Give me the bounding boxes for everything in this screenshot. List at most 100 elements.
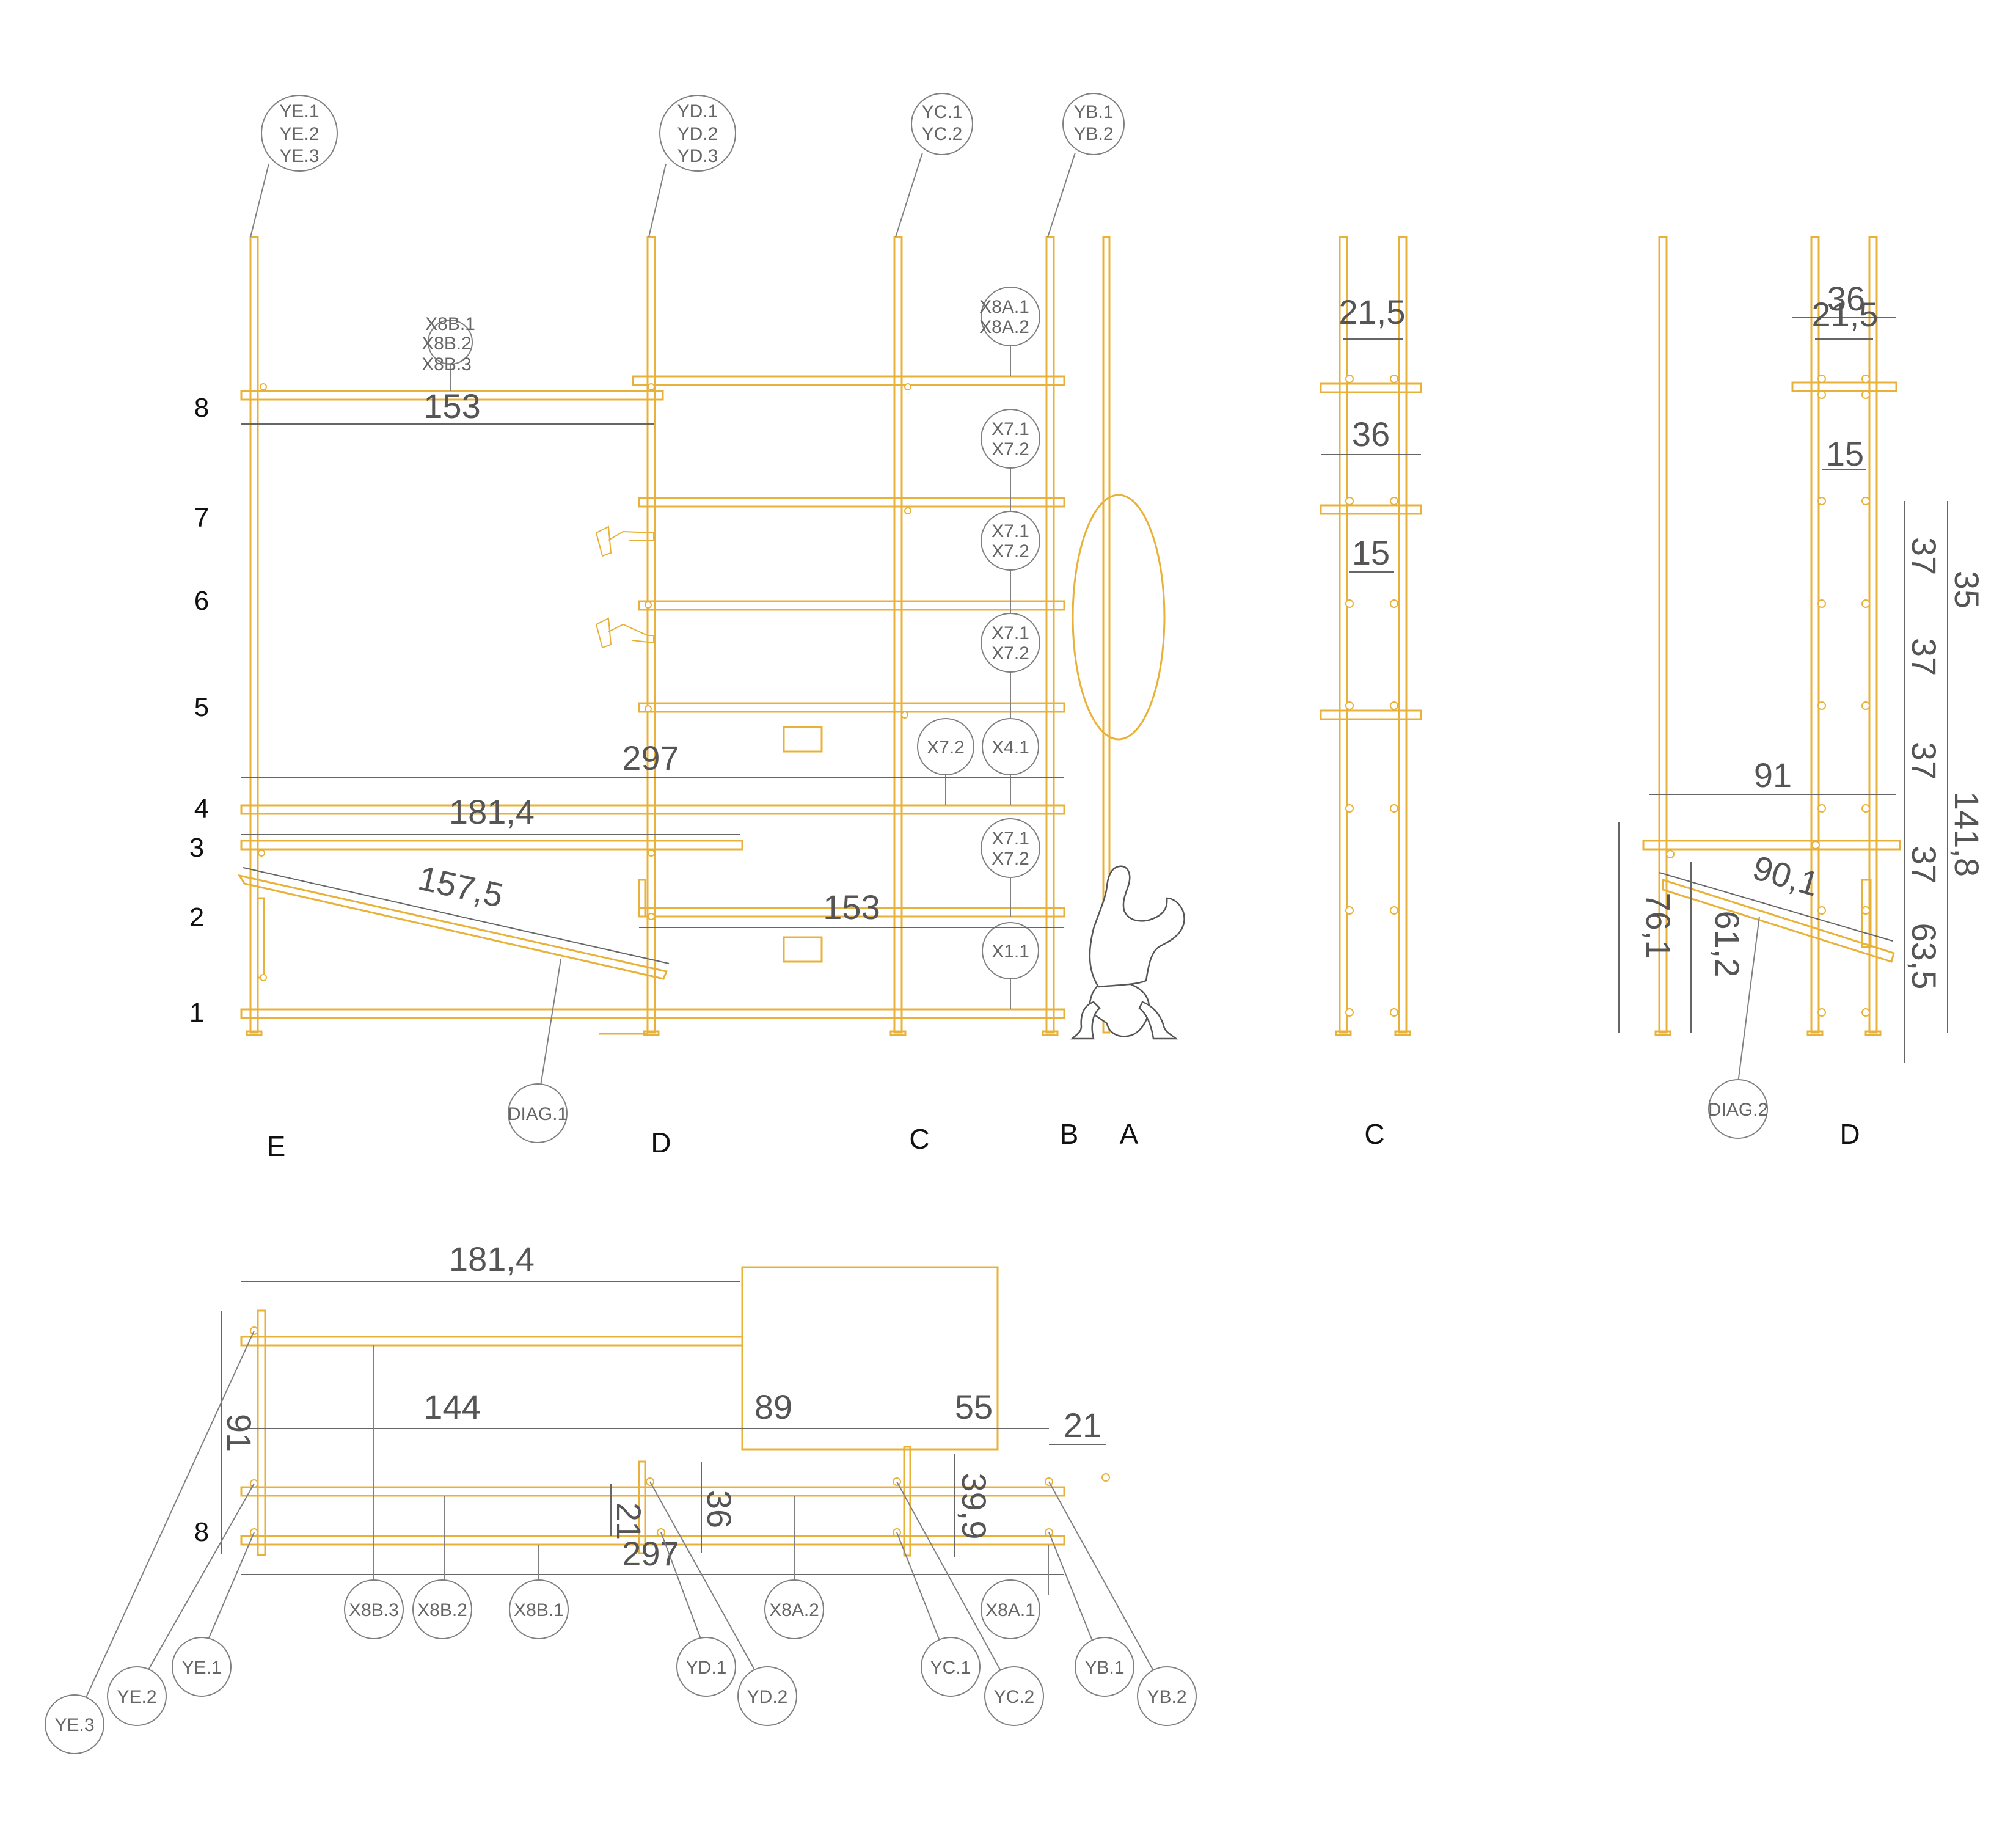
- axis-a: A: [1120, 1118, 1139, 1150]
- leader: [146, 1483, 255, 1674]
- front-axis-labels: E D C B A: [267, 1118, 1139, 1162]
- pin: [648, 913, 655, 920]
- post-e: [249, 236, 259, 1034]
- tag-x7b-1: X7.1: [992, 521, 1029, 541]
- hole: [1390, 804, 1398, 813]
- plan-bubbles: X8B.3 X8B.2 X8B.1 X8A.2 X8A.1 YE.3 YE.2 …: [45, 1579, 1197, 1754]
- tag-plan-x8a1: X8A.1: [985, 1600, 1035, 1620]
- bubble-plan-x8b2: [412, 1579, 472, 1639]
- side-d-dim-37-c: 37: [1905, 742, 1943, 780]
- beam-x8a: [632, 375, 1065, 386]
- tag-x7d-2: X7.2: [992, 849, 1029, 869]
- hole: [1390, 497, 1398, 505]
- front-posts: [246, 236, 1111, 1036]
- bubble-plan-yd1: [676, 1637, 736, 1697]
- diagonal-brace: [237, 874, 668, 980]
- tag-x8a-1: X8A.1: [979, 297, 1029, 317]
- tag-x7c-1: X7.1: [992, 623, 1029, 643]
- side-d-post-rear: [1658, 236, 1668, 1034]
- side-d-foot-rear: [1654, 1030, 1671, 1036]
- front-dimensions: 153 297 181,4 157,5 153: [241, 387, 1064, 964]
- dim-153-low: 153: [823, 888, 880, 926]
- side-d-foot-left: [1806, 1030, 1824, 1036]
- side-d-beam-8: [1791, 381, 1897, 392]
- tag-yc-1: YC.1: [922, 102, 963, 122]
- level-7: 7: [194, 503, 209, 533]
- side-d-dim-141-8: 141,8: [1948, 791, 1986, 877]
- side-c-beam-5: [1320, 709, 1422, 720]
- plan-beam-top: [240, 1336, 743, 1347]
- dim-153-top: 153: [423, 387, 480, 425]
- bubble-x7-b: [981, 511, 1040, 571]
- side-d-beam-3: [1642, 840, 1901, 851]
- hole: [1666, 850, 1675, 858]
- bubble-yc: [911, 93, 973, 155]
- post-foot-b: [1042, 1030, 1059, 1036]
- tag-yd-2: YD.2: [677, 124, 718, 144]
- hole: [1817, 390, 1826, 399]
- hole: [1390, 701, 1398, 710]
- hole: [1817, 804, 1826, 813]
- side-d-holes: [1666, 375, 1870, 1017]
- tag-x1-1: X1.1: [992, 942, 1029, 962]
- bubble-diag-2: [1708, 1079, 1768, 1139]
- tag-x7-2: X7.2: [927, 737, 965, 758]
- plan-dim-39-9: 39,9: [955, 1473, 993, 1540]
- plan-dim-21: 21: [1064, 1406, 1101, 1444]
- bubble-x7-a: [981, 409, 1040, 469]
- tag-ye-1: YE.1: [279, 101, 319, 122]
- tag-plan-yc1: YC.1: [930, 1658, 971, 1678]
- pin: [904, 507, 911, 514]
- side-d-dim-37-a: 37: [1905, 537, 1943, 575]
- plan-block: [741, 1266, 999, 1451]
- bubble-x8b: [428, 320, 473, 365]
- hole: [1345, 1008, 1354, 1017]
- hole: [1861, 1008, 1870, 1017]
- leader-yb: [1047, 152, 1076, 238]
- plan-dim-89: 89: [754, 1388, 792, 1426]
- beam-x7-top: [638, 497, 1065, 508]
- stub-level-2-d: [638, 879, 646, 918]
- axis-d: D: [651, 1127, 671, 1158]
- side-d-diagonal: [1662, 878, 1895, 963]
- tag-ye-2: YE.2: [279, 124, 319, 144]
- post-b: [1045, 236, 1055, 1034]
- bubble-x7-d: [981, 818, 1040, 878]
- tag-x7c-2: X7.2: [992, 643, 1029, 664]
- side-d-stub: [1861, 879, 1872, 948]
- hole: [1811, 841, 1820, 849]
- level-8: 8: [194, 393, 209, 423]
- bubble-x1-1: [982, 922, 1039, 979]
- hole: [1345, 804, 1354, 813]
- plan-post-d: [638, 1460, 646, 1554]
- side-d-post-left: [1810, 236, 1820, 1034]
- side-d-axis: D: [1839, 1118, 1860, 1150]
- leader: [649, 1481, 757, 1674]
- side-c-beam-7: [1320, 504, 1422, 515]
- side-c-dim-36: 36: [1352, 415, 1390, 453]
- dim-line-157-5: [243, 867, 670, 964]
- bubble-plan-ye2: [107, 1666, 167, 1726]
- box-lower: [783, 936, 823, 963]
- tag-x7b-2: X7.2: [992, 541, 1029, 562]
- tag-diag-1: DIAG.1: [508, 1104, 568, 1124]
- box-upper: [783, 726, 823, 753]
- dim-157-5: 157,5: [415, 858, 507, 915]
- bubble-plan-x8b3: [344, 1579, 404, 1639]
- side-c-dim-15: 15: [1352, 533, 1390, 572]
- side-c-axis: C: [1364, 1118, 1384, 1150]
- hole: [1817, 599, 1826, 608]
- tag-plan-yb2: YB.2: [1147, 1687, 1186, 1707]
- axis-e: E: [267, 1130, 286, 1162]
- side-d-dim-37-b: 37: [1905, 638, 1943, 676]
- post-c: [893, 236, 903, 1034]
- dim-297: 297: [622, 739, 679, 777]
- plan-dim-55: 55: [955, 1388, 993, 1426]
- tag-plan-yd2: YD.2: [747, 1687, 788, 1707]
- tag-yd-1: YD.1: [677, 101, 718, 122]
- pin: [901, 711, 908, 719]
- tag-plan-ye3: YE.3: [54, 1715, 94, 1735]
- leader-yc: [895, 152, 923, 238]
- tag-x7a-2: X7.2: [992, 439, 1029, 459]
- beam-level-1: [240, 1008, 1065, 1019]
